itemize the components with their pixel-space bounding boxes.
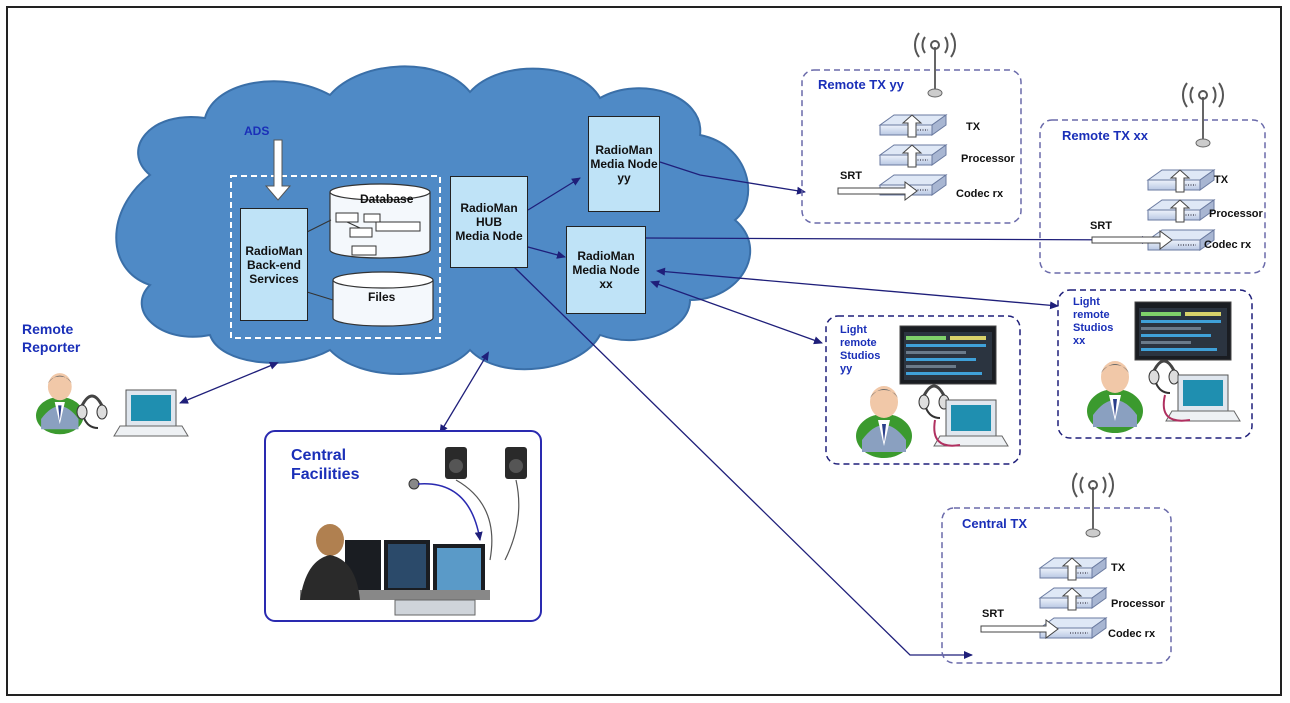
central-tx-group: [941, 472, 1172, 664]
cloud-network: [115, 65, 752, 375]
remote-tx-xx-processor-label: Processor: [1209, 208, 1263, 220]
diagram-frame: [6, 6, 1282, 696]
central-tx-processor-label: Processor: [1111, 598, 1165, 610]
remote-tx-xx-title: Remote TX xx: [1062, 128, 1148, 143]
ads-label: ADS: [244, 124, 270, 138]
studio-xx-label: Light remote Studios xx: [1073, 296, 1114, 347]
files-label: Files: [368, 290, 396, 304]
hub-media-node-box: RadioMan HUB Media Node: [450, 176, 528, 268]
studio-yy-label: Light remote Studios yy: [840, 324, 881, 375]
hub-media-node-label: RadioMan HUB Media Node: [455, 201, 523, 243]
remote-reporter-label: Remote Reporter: [22, 321, 81, 355]
backend-services-box: RadioMan Back-end Services: [240, 208, 308, 321]
connection-arrows: [179, 161, 1151, 659]
remote-tx-xx-group: [1039, 82, 1266, 274]
remote-tx-xx-codec-label: Codec rx: [1204, 239, 1252, 251]
studio-yy-group: [825, 315, 1021, 465]
backend-services-label: RadioMan Back-end Services: [245, 243, 303, 286]
studio-xx-group: [1057, 289, 1253, 439]
remote-tx-yy-codec-label: Codec rx: [956, 188, 1004, 200]
remote-reporter-group: [36, 373, 189, 437]
ads-arrow: [264, 139, 292, 201]
central-tx-srt-label: SRT: [982, 608, 1004, 620]
remote-tx-yy-srt-label: SRT: [840, 170, 862, 182]
files-cylinder: [332, 271, 434, 327]
remote-tx-yy-title: Remote TX yy: [818, 77, 904, 92]
database-label: Database: [360, 192, 414, 206]
remote-tx-xx-tx-label: TX: [1214, 174, 1229, 186]
media-node-xx-box: RadioMan Media Node xx: [566, 226, 646, 314]
remote-tx-yy-tx-label: TX: [966, 121, 981, 133]
central-tx-codec-label: Codec rx: [1108, 628, 1156, 640]
central-facilities-group: [264, 430, 542, 622]
remote-tx-xx-srt-label: SRT: [1090, 220, 1112, 232]
media-node-yy-label: RadioMan Media Node yy: [590, 143, 658, 185]
remote-tx-yy-group: [801, 32, 1022, 224]
remote-tx-yy-processor-label: Processor: [961, 153, 1015, 165]
backend-dashed-area: [230, 175, 441, 339]
media-node-yy-box: RadioMan Media Node yy: [588, 116, 660, 212]
media-node-xx-label: RadioMan Media Node xx: [572, 249, 640, 291]
central-tx-tx-label: TX: [1111, 562, 1126, 574]
central-facilities-label: Central Facilities: [291, 447, 360, 483]
central-tx-title: Central TX: [962, 516, 1028, 531]
database-cylinder: [329, 183, 431, 259]
